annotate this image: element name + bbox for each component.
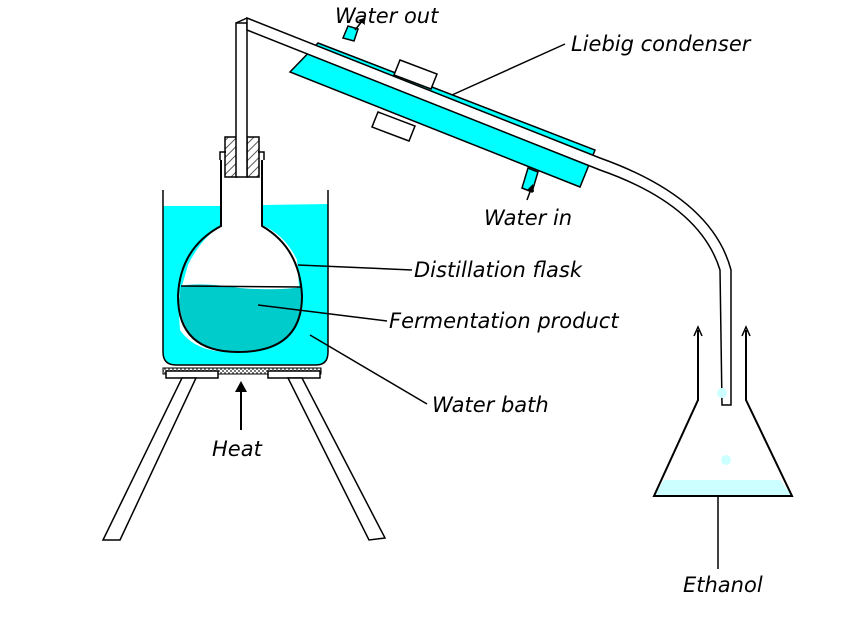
inner-tube bbox=[235, 16, 732, 406]
tripod-leg-left bbox=[101, 377, 198, 541]
water-in-nozzle bbox=[521, 166, 539, 194]
water-out-nozzle bbox=[341, 25, 359, 42]
leader-lines bbox=[257, 43, 719, 569]
tripod-leg-right bbox=[286, 377, 387, 541]
label-fermentation-product: Fermentation product bbox=[389, 309, 619, 333]
water-bath bbox=[162, 190, 329, 366]
tripod-top-right bbox=[267, 370, 321, 379]
beaker-outline bbox=[162, 190, 329, 366]
condenser-clamp-top bbox=[393, 59, 438, 90]
flow-arrows bbox=[354, 18, 534, 201]
condenser-clamp-bottom bbox=[371, 111, 416, 142]
label-water-out: Water out bbox=[335, 4, 439, 28]
heat-arrow bbox=[235, 381, 247, 430]
conical-flask bbox=[652, 325, 794, 497]
distillation-flask bbox=[176, 160, 304, 354]
drop-2 bbox=[721, 455, 731, 465]
liebig-condenser bbox=[288, 25, 596, 194]
tripod-stand bbox=[101, 367, 387, 541]
tripod-top-left bbox=[165, 370, 219, 379]
label-distillation-flask: Distillation flask bbox=[414, 258, 583, 282]
label-ethanol: Ethanol bbox=[683, 573, 763, 597]
label-water-bath: Water bath bbox=[432, 393, 549, 417]
label-heat: Heat bbox=[212, 437, 263, 461]
label-liebig-condenser: Liebig condenser bbox=[571, 32, 752, 56]
wire-gauze bbox=[162, 367, 322, 375]
label-water-in: Water in bbox=[484, 206, 572, 230]
drop-1 bbox=[717, 388, 727, 398]
delivery-tube bbox=[235, 22, 248, 178]
